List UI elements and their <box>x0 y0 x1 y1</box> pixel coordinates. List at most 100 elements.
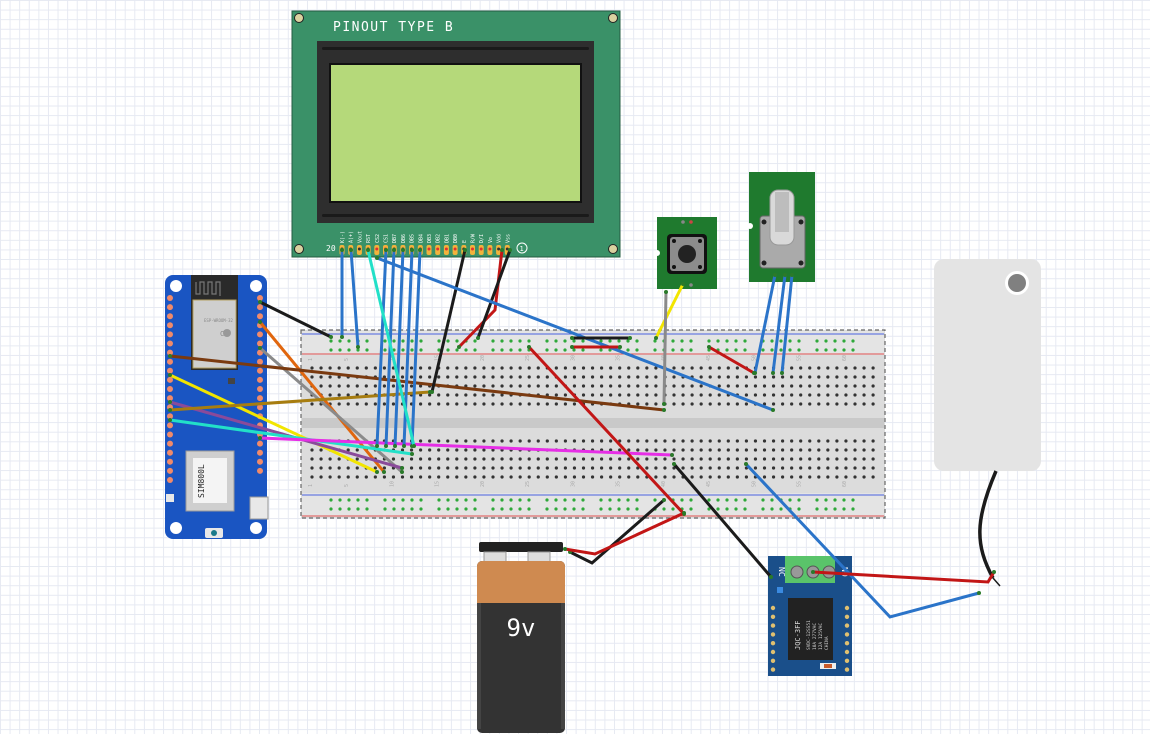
breadboard-hole <box>853 366 857 370</box>
power-rail-hole <box>743 339 747 343</box>
power-rail-hole <box>815 348 819 352</box>
power-rail-hole <box>455 348 459 352</box>
breadboard-hole <box>500 439 504 443</box>
mcu-pin-right <box>257 395 263 402</box>
lcd-pin-hole <box>497 247 501 251</box>
breadboard-hole <box>871 466 875 470</box>
breadboard-hole <box>690 475 694 479</box>
power-rail-hole <box>545 348 549 352</box>
lcd-pin-label: DB2 <box>436 234 442 243</box>
breadboard-hole <box>600 366 604 370</box>
breadboard-hole <box>862 466 866 470</box>
breadboard-hole <box>853 375 857 379</box>
lcd-pin-label: DB7 <box>392 234 398 243</box>
lcd-pin-label: K(-) <box>340 231 346 243</box>
wire-endpoint <box>783 273 787 277</box>
breadboard-hole <box>437 475 441 479</box>
breadboard-hole <box>482 448 486 452</box>
esp32-sim800l-board[interactable]: ESP-WROOM-32 CE SIM800L <box>165 275 269 539</box>
breadboard-hole <box>455 457 459 461</box>
breadboard-hole <box>328 475 332 479</box>
power-rail-hole <box>365 339 369 343</box>
pushbutton[interactable] <box>654 217 717 289</box>
breadboard-hole <box>409 448 414 452</box>
breadboard-hole <box>400 375 405 379</box>
lcd-pin-first: 20 <box>326 244 336 253</box>
breadboard-hole <box>373 402 377 406</box>
wire-endpoint <box>384 248 388 252</box>
wire-endpoint <box>418 248 422 252</box>
breadboard-hole <box>799 457 803 461</box>
column-number: 20 <box>480 481 486 487</box>
breadboard-hole <box>428 466 432 470</box>
breadboard-hole <box>482 466 486 470</box>
mcu-pin-left <box>167 386 173 392</box>
load-device[interactable] <box>934 259 1041 587</box>
breadboard-hole <box>817 457 821 461</box>
breadboard-hole <box>545 439 549 443</box>
breadboard-hole <box>790 384 794 388</box>
mcu-pin-left <box>167 367 173 374</box>
power-rail-hole <box>626 507 630 511</box>
wire-endpoint <box>744 462 748 466</box>
breadboard-hole <box>681 402 685 406</box>
power-rail-hole <box>743 348 747 352</box>
breadboard-hole <box>762 448 767 452</box>
relay-module[interactable]: NC NO JQC-3FF SVDC-12SS51 10A 277VAC 12A… <box>768 556 852 676</box>
power-rail-hole <box>356 348 360 352</box>
breadboard-hole <box>735 457 739 461</box>
battery-9v[interactable]: 9v <box>477 542 565 733</box>
breadboard-hole <box>735 466 739 470</box>
wire-gray <box>662 290 668 406</box>
breadboard-hole <box>627 366 631 370</box>
wire-endpoint <box>628 336 632 340</box>
wire-endpoint <box>618 345 622 349</box>
power-rail-hole <box>779 339 783 343</box>
breadboard-hole <box>862 384 866 388</box>
breadboard-hole <box>337 475 341 479</box>
breadboard-hole <box>835 475 839 479</box>
power-rail-hole <box>572 498 576 502</box>
breadboard-hole <box>509 457 513 461</box>
breadboard-hole <box>437 375 441 379</box>
wire-endpoint <box>527 345 531 349</box>
power-rail-hole <box>464 498 468 502</box>
power-rail-hole <box>473 498 477 502</box>
column-number: 5 <box>344 358 350 361</box>
breadboard-hole <box>708 457 712 461</box>
breadboard-hole <box>554 402 558 406</box>
wire-yellow <box>654 282 685 340</box>
relay-no-label: NO <box>840 567 849 577</box>
breadboard-hole <box>455 475 459 479</box>
column-number: 20 <box>480 355 486 361</box>
breadboard[interactable]: 1155101015152020252530303535404045455050… <box>300 329 886 519</box>
wire-endpoint <box>670 453 674 457</box>
breadboard-hole <box>509 475 513 479</box>
breadboard-hole <box>346 393 350 397</box>
breadboard-hole <box>726 402 730 406</box>
wire-endpoint <box>780 371 784 375</box>
power-rail-hole <box>779 507 783 511</box>
breadboard-hole <box>518 439 522 443</box>
breadboard-hole <box>319 457 323 461</box>
svg-text:CHINA: CHINA <box>824 636 830 650</box>
breadboard-hole <box>808 366 812 370</box>
breadboard-hole <box>636 402 640 406</box>
wire-endpoint <box>258 300 262 304</box>
breadboard-hole <box>717 457 721 461</box>
breadboard-hole <box>672 393 676 397</box>
breadboard-hole <box>310 375 314 379</box>
potentiometer[interactable] <box>747 172 815 282</box>
power-rail-hole <box>518 348 522 352</box>
breadboard-hole <box>509 402 513 406</box>
power-rail-hole <box>707 507 711 511</box>
breadboard-hole <box>672 402 676 406</box>
breadboard-hole <box>636 384 640 388</box>
breadboard-hole <box>419 402 423 406</box>
power-rail-hole <box>329 348 333 352</box>
breadboard-hole <box>581 393 586 397</box>
power-rail-hole <box>689 498 693 502</box>
breadboard-hole <box>536 439 540 443</box>
power-rail-hole <box>347 507 351 511</box>
